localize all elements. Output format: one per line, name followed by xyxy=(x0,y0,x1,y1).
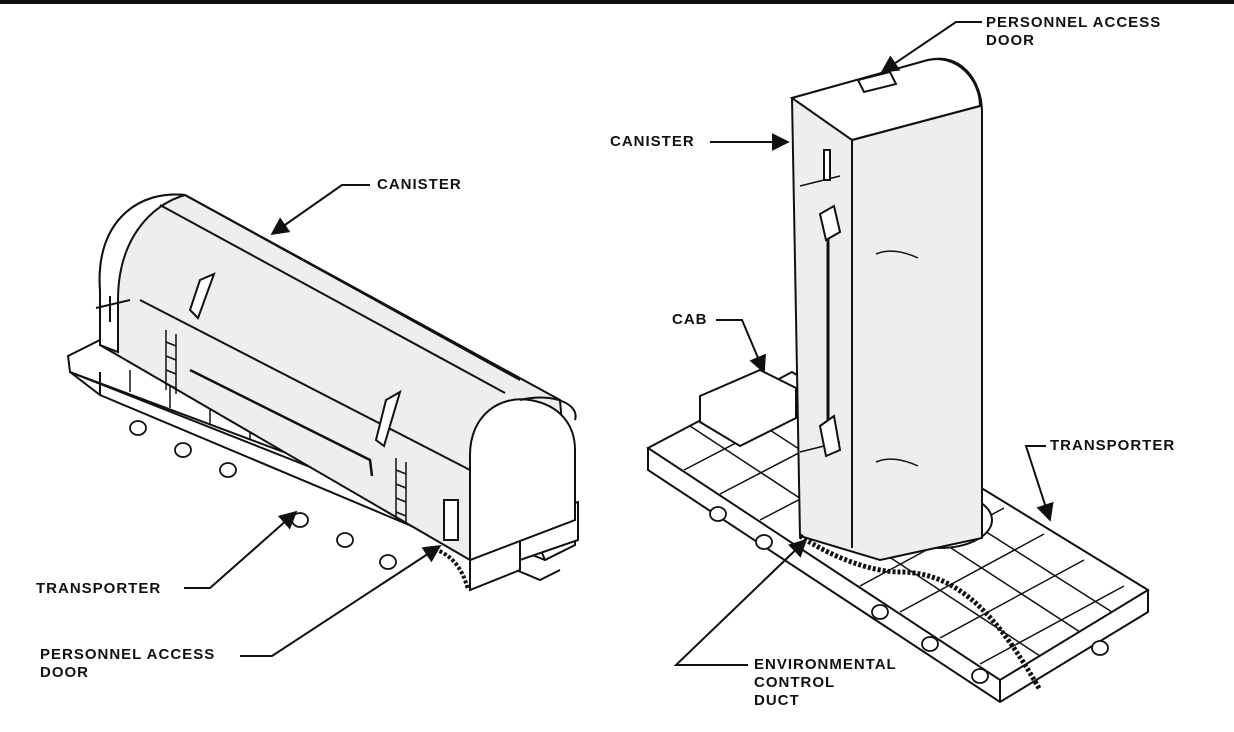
label-left-access-door-line2: DOOR xyxy=(40,664,89,681)
label-right-duct-line2: CONTROL xyxy=(754,674,836,691)
label-right-canister: CANISTER xyxy=(610,133,695,150)
right-transporter-drawing xyxy=(646,57,1150,704)
left-leaders xyxy=(184,184,442,657)
right-access-door-leader xyxy=(880,21,982,74)
left-transporter-leader xyxy=(184,510,298,589)
label-right-transporter: TRANSPORTER xyxy=(1050,437,1176,454)
label-right-cab: CAB xyxy=(672,311,708,328)
right-transporter-leader xyxy=(1024,445,1054,522)
left-access-door-leader xyxy=(240,545,442,657)
label-right-duct-line3: DUCT xyxy=(754,692,800,709)
top-border xyxy=(0,0,1234,4)
label-left-access-door-line1: PERSONNEL ACCESS xyxy=(40,646,216,663)
label-right-access-door-line1: PERSONNEL ACCESS xyxy=(986,14,1162,31)
label-right-duct-line1: ENVIRONMENTAL xyxy=(754,656,897,673)
right-cab-leader xyxy=(716,319,766,374)
label-left-transporter: TRANSPORTER xyxy=(36,580,162,597)
label-left-canister: CANISTER xyxy=(377,176,462,193)
left-canister-leader xyxy=(270,184,370,236)
left-transporter-drawing xyxy=(66,193,579,592)
right-duct-leader xyxy=(673,538,808,666)
right-leaders xyxy=(673,21,1054,666)
label-right-access-door-line2: DOOR xyxy=(986,32,1035,49)
